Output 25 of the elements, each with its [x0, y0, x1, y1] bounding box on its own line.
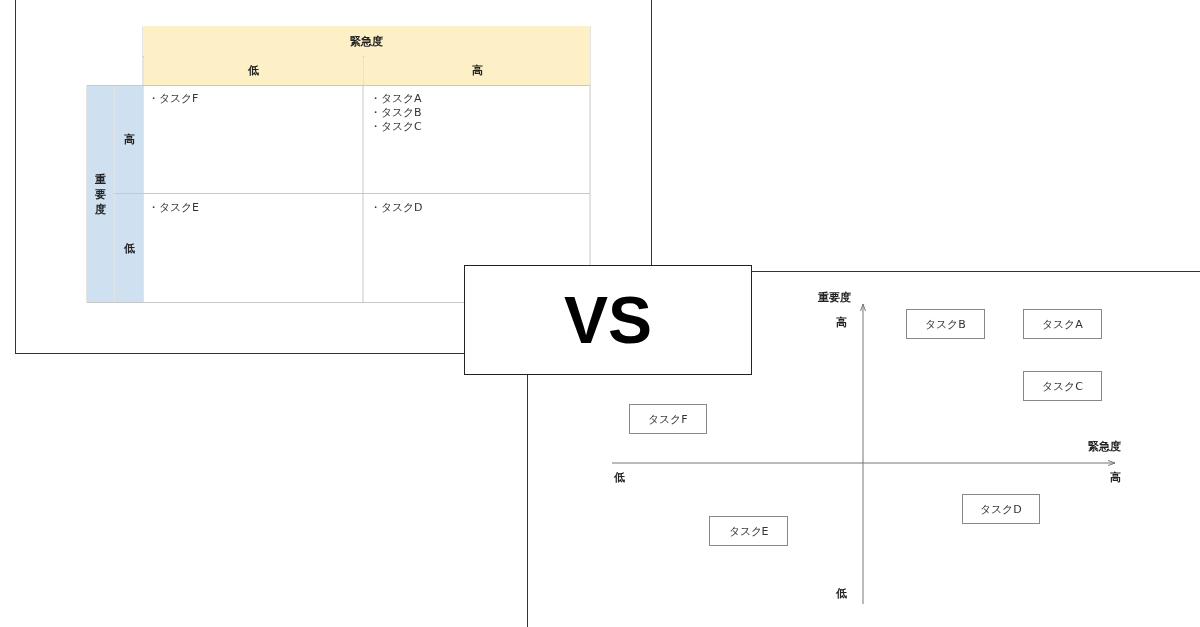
list-item: ・タスクD	[370, 201, 423, 214]
list-item: ・タスクE	[148, 201, 199, 214]
task-box: タスクD	[962, 494, 1040, 524]
axis-label: 低	[614, 471, 625, 485]
header-cell: 低	[115, 194, 143, 302]
header-cell: 重要度	[87, 86, 114, 302]
axis-label: 低	[836, 587, 847, 601]
axis-label: 高	[836, 316, 847, 330]
list-item: ・タスクB	[370, 106, 422, 119]
header-cell: 低	[144, 56, 363, 85]
axis-label: 高	[1110, 471, 1121, 485]
task-box: タスクF	[629, 404, 707, 434]
title-box: VS	[464, 265, 752, 375]
header-cell: 高	[364, 56, 590, 85]
list-item: ・タスクA	[370, 92, 422, 105]
header-cell: 高	[115, 86, 143, 193]
task-box: タスクA	[1023, 309, 1102, 339]
list-item: ・タスクC	[370, 120, 422, 133]
task-box: タスクB	[906, 309, 985, 339]
list-item: ・タスクF	[148, 92, 199, 105]
axis-label: 緊急度	[1088, 440, 1121, 454]
axis-label: 重要度	[818, 291, 851, 305]
task-box: タスクE	[709, 516, 788, 546]
task-box: タスクC	[1023, 371, 1102, 401]
header-cell: 緊急度	[143, 26, 590, 56]
